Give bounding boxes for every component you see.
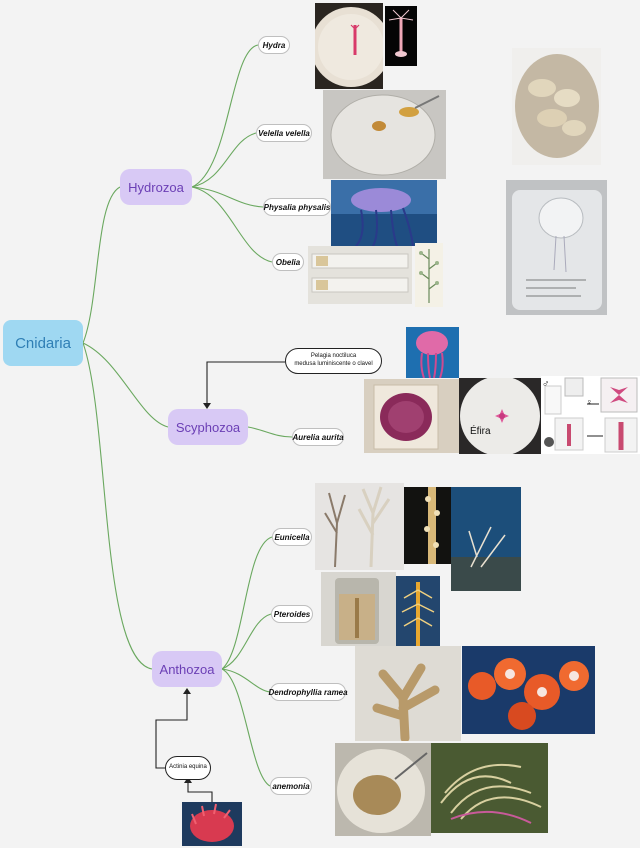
aurelia-specimen-photo [364,379,460,453]
pteroides-jar-photo [321,572,396,646]
class-label-scyphozoa: Scyphozoa [176,420,240,435]
note-actinia-label: Actinia equina [169,764,207,772]
connector-root-hydrozoa [83,187,120,343]
efira-micro-photo: Éfira [459,378,542,454]
female-symbol: ♀ [586,397,593,407]
arrow-pelagia-to-scyphozoa [207,362,285,404]
efira-label: Éfira [470,426,491,437]
leaf-label-hydra: Hydra [263,41,286,50]
leaf-label-anemonia: anemonia [272,782,309,791]
class-node-hydrozoa[interactable]: Hydrozoa [120,169,192,205]
class-label-hydrozoa: Hydrozoa [128,180,184,195]
connector-hydrozoa-physalia [192,187,263,207]
anemonia-underwater-photo [431,743,548,833]
leaf-node-eunicella[interactable]: Eunicella [272,528,312,546]
leaf-node-hydra[interactable]: Hydra [258,36,290,54]
leaf-node-physalia[interactable]: Physalia physalis [263,198,331,216]
note-pelagia-line2: medusa luminiscente o clavel [294,361,372,369]
connector-anthozoa-anemonia [222,669,270,786]
leaf-label-velella: Velella velella [258,129,310,138]
leaf-node-dendrophyllia[interactable]: Dendrophyllia ramea [270,683,346,701]
arrowhead-anthozoa [183,688,191,694]
class-label-anthozoa: Anthozoa [160,662,215,677]
hydra-petri-photo [315,3,383,89]
scyphozoa-lifecycle-photo: ♂ ♀ [541,376,640,454]
velella-petri-photo [323,90,446,179]
jellyfish-jar-photo [506,180,607,315]
connector-hydrozoa-velella [192,133,256,187]
note-node-pelagia[interactable]: Pelagia noctiluca medusa luminiscente o … [285,348,382,374]
pteroides-underwater-photo [396,576,440,647]
leaf-node-obelia[interactable]: Obelia [272,253,304,271]
leaf-label-aurelia: Aurelia aurita [292,433,343,442]
root-label: Cnidaria [15,335,71,352]
note-node-actinia[interactable]: Actinia equina [165,756,211,780]
dendrophyllia-underwater-photo [462,646,595,734]
connector-anthozoa-pteroides [222,614,271,669]
arrow-photo-to-actinia [188,782,212,803]
physalia-photo [331,180,437,246]
leaf-node-anemonia[interactable]: anemonia [270,777,312,795]
connector-hydrozoa-hydra [192,45,258,187]
leaf-node-aurelia[interactable]: Aurelia aurita [292,428,344,446]
class-node-anthozoa[interactable]: Anthozoa [152,651,222,687]
leaf-label-physalia: Physalia physalis [264,203,331,212]
leaf-node-pteroides[interactable]: Pteroides [271,605,313,623]
eunicella-specimen-photo [315,483,404,570]
hydra-micro-photo [385,6,417,66]
leaf-label-eunicella: Eunicella [274,533,309,542]
note-pelagia-line1: Pelagia noctiluca [311,353,356,361]
connector-anthozoa-eunicella [222,537,272,669]
pelagia-photo [406,327,459,378]
leaf-label-obelia: Obelia [276,258,300,267]
root-node-cnidaria[interactable]: Cnidaria [3,320,83,366]
obelia-slides-photo [308,246,412,304]
connector-root-anthozoa [83,343,152,669]
dendrophyllia-specimen-photo [355,646,461,741]
jellyfish-bowl-photo [512,48,601,165]
connector-scyphozoa-aurelia [248,427,292,437]
actinia-photo [182,802,242,846]
connector-anthozoa-dendrophyllia [222,669,270,692]
class-node-scyphozoa[interactable]: Scyphozoa [168,409,248,445]
connector-root-scyphozoa [83,343,168,427]
leaf-label-dendrophyllia: Dendrophyllia ramea [268,688,347,697]
anemonia-specimen-photo [335,743,431,836]
obelia-drawing-photo [415,243,443,307]
leaf-label-pteroides: Pteroides [274,610,310,619]
male-symbol: ♂ [542,379,550,390]
leaf-node-velella[interactable]: Velella velella [256,124,312,142]
eunicella-underwater-photo [451,487,521,591]
